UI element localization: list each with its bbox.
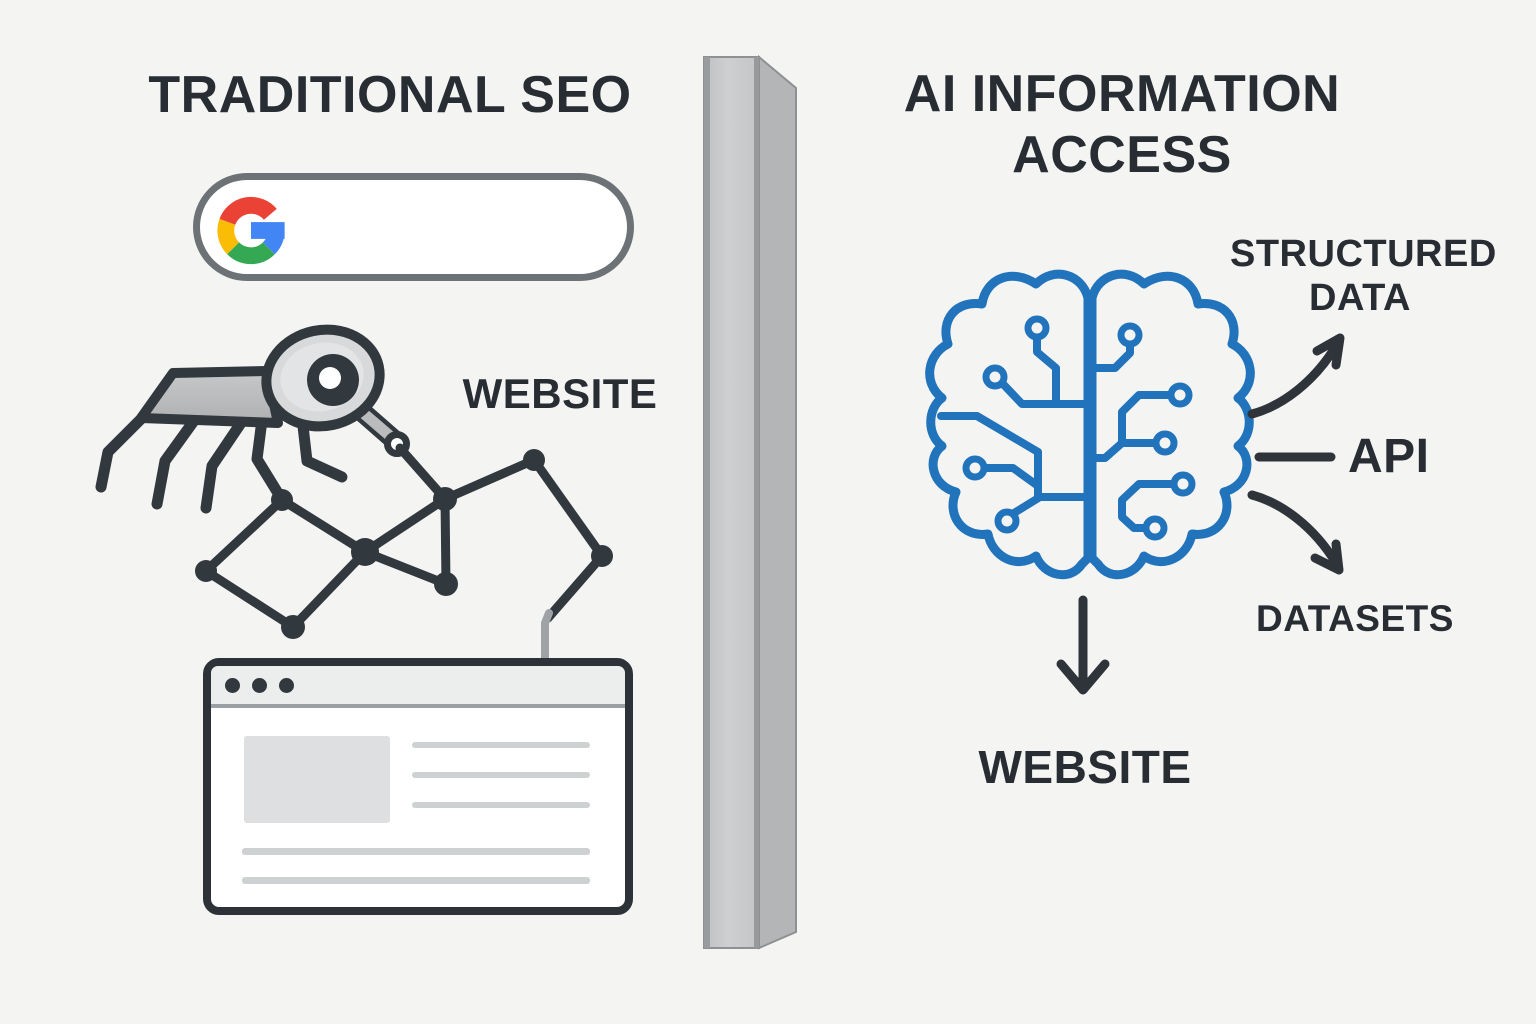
- spider-body: [136, 366, 283, 428]
- crawler-spider-icon: [95, 324, 410, 514]
- content-text-line: [242, 877, 590, 884]
- content-text-line: [412, 772, 590, 778]
- brain-left-hemisphere: [925, 269, 1093, 580]
- website-window: [203, 658, 633, 915]
- link-graph: [195, 443, 613, 666]
- spider-leg: [297, 420, 348, 483]
- spider-leg: [251, 414, 287, 504]
- output-label-structured-data: STRUCTURED DATA: [1230, 233, 1497, 320]
- brain-right-hemisphere: [1087, 269, 1255, 580]
- output-label-datasets: DATASETS: [1256, 598, 1454, 639]
- window-dot: [225, 677, 240, 693]
- graph-to-window-connector: [541, 609, 553, 666]
- window-titlebar: [211, 666, 625, 708]
- google-logo: [217, 196, 285, 265]
- ai-brain-icon: [925, 269, 1255, 580]
- divider-wall: [703, 54, 797, 950]
- content-image-placeholder: [244, 736, 390, 823]
- window-dot: [279, 677, 294, 693]
- website-label-left: WEBSITE: [462, 370, 658, 417]
- spider-leg: [95, 406, 154, 493]
- circuit-terminals: [962, 315, 1196, 541]
- left-panel-title: TRADITIONAL SEO: [148, 66, 632, 124]
- graph-nodes: [195, 449, 613, 639]
- content-text-line: [412, 742, 590, 748]
- spider-leg: [151, 412, 202, 510]
- output-label-api: API: [1348, 430, 1430, 483]
- spider-leg: [200, 414, 249, 514]
- website-label-right: WEBSITE: [978, 741, 1192, 793]
- arrow-down: [1056, 595, 1110, 695]
- right-panel-title: AI INFORMATION ACCESS: [903, 65, 1341, 185]
- arrow-up-right: [1247, 333, 1345, 419]
- content-text-line: [412, 802, 590, 808]
- window-dot: [252, 677, 267, 693]
- arrow-down-right: [1247, 490, 1344, 575]
- brain-circuits: [937, 333, 1178, 532]
- content-text-line: [242, 848, 590, 855]
- google-search-bar: [193, 173, 634, 281]
